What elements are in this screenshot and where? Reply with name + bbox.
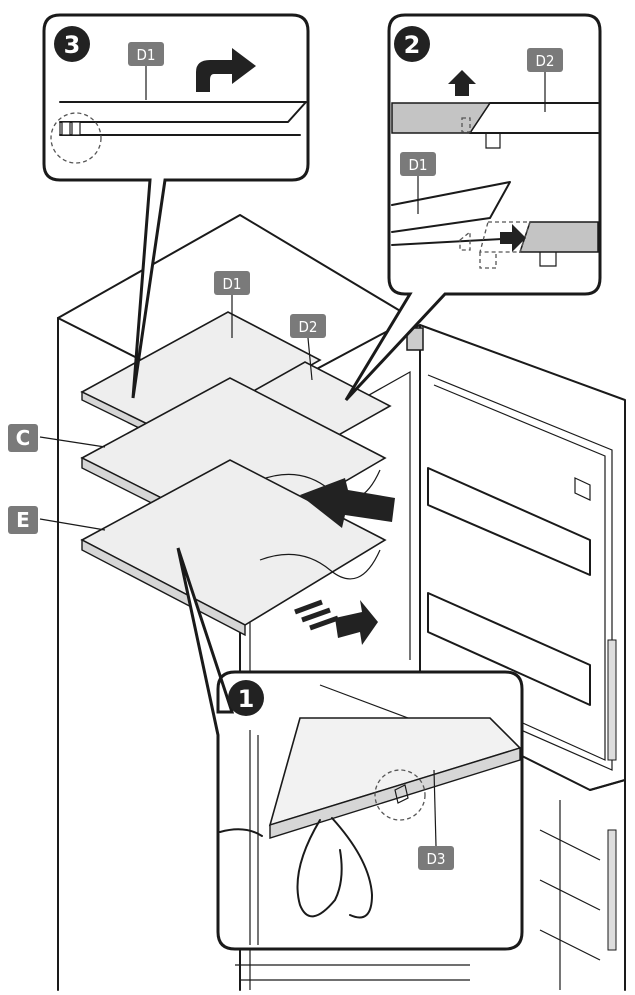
svg-text:D1: D1 [409,156,428,174]
label-callout3-d1: D1 [128,42,164,66]
slide-arrow-icon [500,224,526,252]
svg-text:C: C [16,426,31,450]
svg-text:2: 2 [404,31,421,59]
svg-text:1: 1 [238,685,255,713]
label-callout2-d1: D1 [400,152,436,176]
svg-text:E: E [16,508,30,532]
label-shelf-e: E [8,506,38,534]
turn-arrow-icon [196,48,256,92]
label-shelf-c: C [8,424,38,452]
step-2-marker [394,26,430,62]
svg-text:3: 3 [64,31,81,59]
step-3-marker [54,26,90,62]
label-callout1-d3: D3 [418,846,454,870]
step-1-marker [228,680,264,716]
fridge-door [406,324,626,991]
label-main-d2: D2 [290,314,326,338]
callout-step-1: 1 D3 [176,547,524,951]
svg-text:D1: D1 [137,46,156,64]
lift-up-arrow-icon [448,70,476,96]
svg-text:D1: D1 [223,275,242,293]
slide-out-dashed-arrow-icon [294,599,378,645]
svg-text:D3: D3 [427,850,446,868]
callout-step-3: 3 D1 [42,13,310,399]
label-main-d1: D1 [214,271,250,295]
callout-step-2: 2 D2 D1 [344,13,602,402]
svg-text:D2: D2 [299,318,318,336]
pull-out-arrow-icon [300,478,395,528]
svg-text:D2: D2 [536,52,555,70]
label-callout2-d2: D2 [527,48,563,72]
